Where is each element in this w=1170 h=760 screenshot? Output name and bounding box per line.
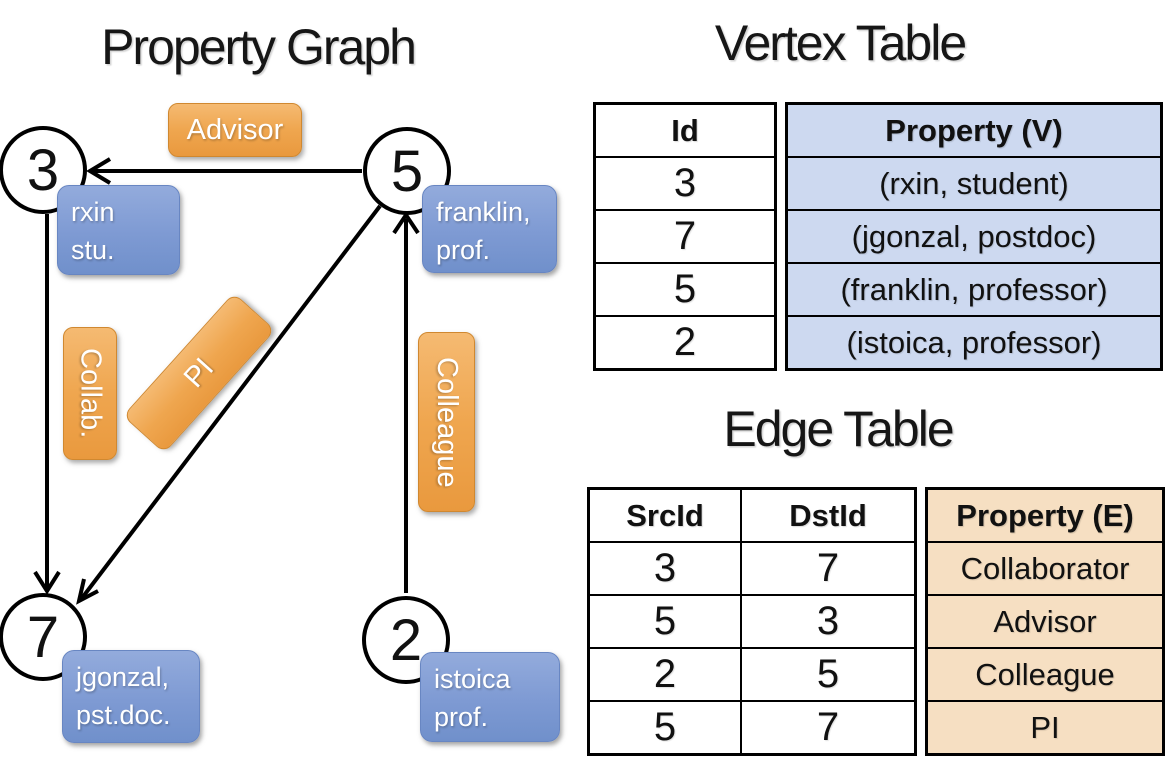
edge-label-collab: Collab. bbox=[63, 327, 117, 460]
vertex-table-title: Vertex Table bbox=[714, 15, 967, 71]
table-cell: 7 bbox=[740, 702, 914, 753]
vertex-table: Id 3 7 5 2 Property (V) (rxin, student) … bbox=[593, 102, 1163, 371]
table-cell: 5 bbox=[653, 599, 677, 643]
table-cell: (rxin, student) bbox=[788, 156, 1160, 209]
vertex-property-line: franklin, bbox=[436, 197, 531, 227]
edge-label-text: PI bbox=[177, 351, 220, 394]
vertex-property-box-3: rxin stu. bbox=[57, 185, 180, 275]
table-cell: (franklin, professor) bbox=[788, 262, 1160, 315]
table-cell: 7 bbox=[596, 209, 774, 262]
edge-table-id-columns: SrcId DstId 3 7 5 3 2 5 5 7 bbox=[587, 487, 917, 756]
edge-table-header-property: Property (E) bbox=[928, 490, 1162, 541]
vertex-table-header-id: Id bbox=[671, 112, 699, 148]
property-graph-title: Property Graph bbox=[101, 19, 417, 75]
edge-advisor-arrowhead-icon bbox=[86, 157, 112, 185]
vertex-property-line: rxin bbox=[71, 197, 115, 227]
vertex-property-line: istoica bbox=[434, 664, 511, 694]
graph-node-2: 2 bbox=[362, 596, 450, 684]
table-row: SrcId DstId bbox=[590, 490, 914, 541]
table-cell: 2 bbox=[653, 652, 677, 696]
edge-colleague-arrowhead-icon bbox=[392, 211, 420, 235]
table-cell: Colleague bbox=[928, 647, 1162, 700]
vertex-table-id-column: Id 3 7 5 2 bbox=[593, 102, 777, 371]
edge-table-header-dstid: DstId bbox=[740, 490, 914, 541]
edge-label-advisor: Advisor bbox=[168, 103, 302, 157]
table-cell: 2 bbox=[596, 315, 774, 368]
vertex-table-property-column: Property (V) (rxin, student) (jgonzal, p… bbox=[785, 102, 1163, 371]
table-cell: 3 bbox=[653, 546, 677, 590]
vertex-property-box-5: franklin, prof. bbox=[422, 185, 557, 273]
table-row: 5 7 bbox=[590, 700, 914, 753]
edge-table-property-column: Property (E) Collaborator Advisor Collea… bbox=[925, 487, 1165, 756]
vertex-property-line: prof. bbox=[434, 702, 489, 732]
vertex-property-line: stu. bbox=[71, 235, 115, 265]
edge-table-title: Edge Table bbox=[723, 401, 954, 457]
table-cell: 5 bbox=[596, 262, 774, 315]
table-cell: 5 bbox=[653, 705, 677, 749]
table-cell: Advisor bbox=[928, 594, 1162, 647]
table-cell: 3 bbox=[740, 596, 914, 647]
edge-label-text: Advisor bbox=[186, 113, 284, 146]
vertex-table-header-property: Property (V) bbox=[788, 105, 1160, 156]
edge-pi-line bbox=[80, 204, 382, 600]
table-row: 3 7 bbox=[590, 541, 914, 594]
edge-collab-arrowhead-icon bbox=[33, 570, 61, 595]
table-cell: Collaborator bbox=[928, 541, 1162, 594]
vertex-property-line: jgonzal, bbox=[76, 662, 170, 692]
edge-label-colleague: Colleague bbox=[418, 332, 475, 512]
edge-table: SrcId DstId 3 7 5 3 2 5 5 7 Property (E)… bbox=[587, 487, 1165, 756]
edge-pi-arrowhead-icon bbox=[76, 578, 99, 605]
table-cell: 3 bbox=[596, 156, 774, 209]
property-graph-pane: Property Graph 3 5 7 2 rxin stu. frankli… bbox=[0, 0, 580, 760]
table-cell: PI bbox=[928, 700, 1162, 753]
edge-label-text: Colleague bbox=[431, 356, 463, 488]
graph-edges-layer bbox=[33, 157, 420, 605]
table-row: 5 3 bbox=[590, 594, 914, 647]
table-cell: (jgonzal, postdoc) bbox=[788, 209, 1160, 262]
edge-label-text: Collab. bbox=[74, 348, 107, 439]
table-cell: (istoica, professor) bbox=[788, 315, 1160, 368]
vertex-property-box-2: istoica prof. bbox=[420, 652, 560, 742]
table-cell: 7 bbox=[740, 543, 914, 594]
edge-table-header-srcid: SrcId bbox=[626, 497, 704, 533]
vertex-property-box-7: jgonzal, pst.doc. bbox=[62, 650, 200, 743]
table-row: 2 5 bbox=[590, 647, 914, 700]
table-cell: 5 bbox=[740, 649, 914, 700]
vertex-property-line: pst.doc. bbox=[76, 700, 171, 730]
vertex-property-line: prof. bbox=[436, 235, 491, 265]
